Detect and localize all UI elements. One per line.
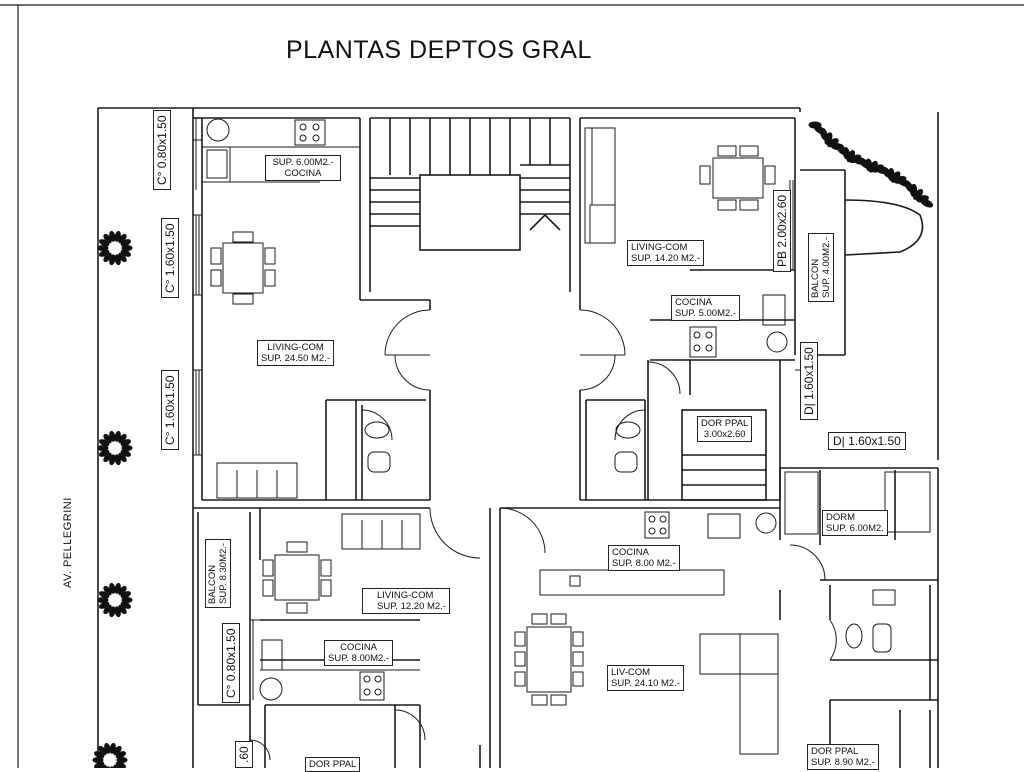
dor-ppal-tr-name: DOR PPAL bbox=[701, 418, 749, 429]
balcon-bl-area: SUP. 8.30M2.- bbox=[218, 542, 229, 604]
living-left-name: LIVING-COM bbox=[267, 342, 324, 353]
kitchen-tr-area: SUP. 5.00M2.- bbox=[675, 308, 737, 319]
label-living-tr: LIVING-COM SUP. 14.20 M2.- bbox=[627, 240, 705, 266]
label-kitchen-bl: COCINA SUP. 8.00M2.- bbox=[324, 640, 394, 666]
dor-ppal-br-area: SUP. 8.90 M2.- bbox=[811, 757, 875, 768]
label-dor-ppal-tr: DOR PPAL 3.00x2.60 bbox=[697, 416, 753, 442]
label-kitchen-tr: COCINA SUP. 5.00M2.- bbox=[671, 295, 741, 321]
opening-partial-60: .60 bbox=[235, 741, 253, 768]
living-left-area: SUP. 24.50 M2.- bbox=[261, 353, 331, 364]
label-dor-ppal-br: DOR PPAL SUP. 8.90 M2.- bbox=[807, 744, 879, 770]
living-bl-name: LIVING-COM bbox=[377, 590, 434, 601]
label-balcon-bl: BALCON SUP. 8.30M2.- bbox=[205, 538, 231, 608]
liv-com-br-area: SUP. 24.10 M2.- bbox=[611, 678, 681, 689]
kitchen-bl-name: COCINA bbox=[340, 642, 378, 653]
opening-c-160-a: C° 1.60x1.50 bbox=[161, 218, 179, 298]
living-tr-name: LIVING-COM bbox=[631, 242, 688, 253]
kitchen-tl-area: SUP. 6.00M2.- bbox=[272, 157, 334, 168]
opening-pb-200: PB 2.00x2.60 bbox=[773, 189, 791, 272]
kitchen-center-name: COCINA bbox=[612, 547, 649, 558]
drawing-title: PLANTAS DEPTOS GRAL bbox=[286, 36, 592, 64]
living-bl-area: SUP. 12.20 M2.- bbox=[377, 601, 447, 612]
opening-c-080-top: C° 0.80x1.50 bbox=[153, 110, 171, 190]
label-dorm-r: DORM SUP. 6.00M2. bbox=[822, 510, 888, 536]
windows bbox=[193, 118, 800, 700]
hedge-plant-icon bbox=[808, 121, 934, 208]
opening-c-160-b: C° 1.60x1.50 bbox=[161, 370, 179, 450]
liv-com-br-name: LIV-COM bbox=[611, 667, 651, 678]
door-swings bbox=[249, 309, 837, 761]
dorm-r-name: DORM bbox=[826, 512, 856, 523]
building-walls bbox=[97, 107, 939, 768]
label-kitchen-center: COCINA SUP. 8.00 M2.- bbox=[608, 545, 680, 571]
kitchen-bl-area: SUP. 8.00M2.- bbox=[328, 653, 390, 664]
opening-d-160-v: D| 1.60x1.50 bbox=[800, 342, 818, 420]
living-tr-area: SUP. 14.20 M2.- bbox=[631, 253, 701, 264]
label-kitchen-tl: SUP. 6.00M2.- COCINA bbox=[265, 155, 341, 181]
tree-plant-icon bbox=[97, 582, 133, 618]
dor-ppal-br-name: DOR PPAL bbox=[811, 746, 859, 757]
tree-plant-icon bbox=[97, 230, 133, 266]
kitchen-center-area: SUP. 8.00 M2.- bbox=[612, 558, 676, 569]
dor-ppal-bl-name: DOR PPAL bbox=[309, 759, 357, 770]
label-dor-ppal-bl: DOR PPAL bbox=[305, 757, 361, 772]
kitchen-tr-name: COCINA bbox=[675, 297, 712, 308]
label-balcon-tr: BALCON SUP. 4.00M2.- bbox=[808, 232, 834, 302]
street-name: AV. PELLEGRINI bbox=[62, 497, 74, 588]
label-living-bl: LIVING-COM SUP. 12.20 M2.- bbox=[362, 588, 451, 614]
label-liv-com-br: LIV-COM SUP. 24.10 M2.- bbox=[607, 665, 685, 691]
balcon-tr-name: BALCON bbox=[810, 258, 821, 298]
kitchen-tl-name: COCINA bbox=[284, 168, 322, 179]
opening-c-080-bl: C° 0.80x1.50 bbox=[222, 623, 240, 703]
plants-layer bbox=[92, 121, 934, 768]
balcon-bl-name: BALCON bbox=[207, 564, 218, 604]
dorm-r-area: SUP. 6.00M2. bbox=[826, 523, 884, 534]
tree-plant-icon bbox=[97, 430, 133, 466]
furniture bbox=[202, 118, 931, 755]
balcon-tr-area: SUP. 4.00M2.- bbox=[821, 236, 832, 298]
label-living-left: LIVING-COM SUP. 24.50 M2.- bbox=[257, 340, 335, 366]
opening-d-160-h: D| 1.60x1.50 bbox=[828, 432, 906, 450]
dor-ppal-tr-dims: 3.00x2.60 bbox=[703, 429, 746, 440]
tree-plant-icon bbox=[92, 742, 128, 768]
